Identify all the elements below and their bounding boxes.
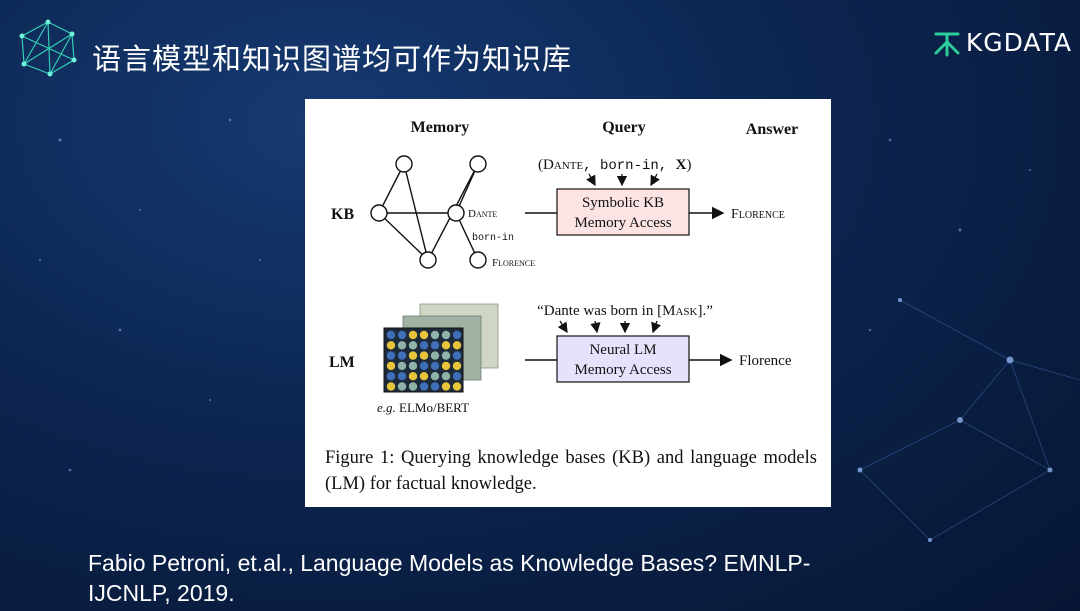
lm-box-line2: Memory Access [574,362,671,378]
embedding-cell [452,341,462,350]
embedding-cell [430,351,440,360]
kb-lm-diagram: Memory Query Answer KB Dante born-in Flo… [329,119,798,415]
lm-row-label: LM [329,354,355,371]
embedding-cell [452,361,462,371]
kb-node [370,204,388,222]
embedding-cell [441,361,451,371]
embedding-cell [408,361,418,371]
embedding-cell [452,330,462,340]
header-answer: Answer [746,121,798,138]
kb-node [419,251,437,269]
embedding-cell [408,351,418,360]
kb-node-florence [469,251,487,269]
kb-query-text: (Dante, born-in, X) [538,157,691,174]
lm-example-caption: e.g. ELMo/BERT [377,400,469,415]
header-memory: Memory [411,119,470,136]
embedding-cell [441,330,451,340]
citation-line-2: IJCNLP, 2019. [88,580,235,606]
embedding-cell [430,382,440,391]
figure-panel: Memory Query Answer KB Dante born-in Flo… [305,99,831,507]
embedding-cell [419,372,429,381]
kb-box-line1: Symbolic KB [582,195,664,211]
lm-query-text: “Dante was born in [Mask].” [537,303,713,319]
kb-box-line2: Memory Access [574,215,671,231]
embedding-cell [386,361,396,371]
embedding-cell [397,341,407,350]
lm-embedding-grid-stack [383,303,499,393]
kgdata-mark-icon [934,32,960,56]
kb-row-label: KB [331,206,354,223]
embedding-cell [386,382,396,391]
embedding-cell [408,382,418,391]
kb-node-florence-label: Florence [492,257,535,269]
slide-title: 语言模型和知识图谱均可作为知识库 [92,42,573,76]
embedding-cell [452,372,462,381]
kb-node [395,155,413,173]
kb-edge-born-in-label: born-in [472,232,514,244]
kb-node-dante-label: Dante [468,208,497,220]
embedding-cell [397,372,407,381]
embedding-cell [419,361,429,371]
kb-answer: Florence [731,207,785,222]
figure-caption: Figure 1: Querying knowledge bases (KB) … [325,448,817,494]
network-logo-icon [19,19,77,77]
kb-node-dante [447,204,465,222]
citation-line-1: Fabio Petroni, et.al., Language Models a… [88,550,811,576]
embedding-cell [441,341,451,350]
embedding-cell [419,351,429,360]
embedding-cell [452,351,462,360]
embedding-cell [419,382,429,391]
embedding-cell [430,361,440,371]
lm-answer: Florence [739,353,792,369]
neural-lm-box [556,335,690,383]
embedding-cell [397,351,407,360]
embedding-cell [419,330,429,340]
embedding-cell [397,361,407,371]
header-query: Query [602,119,646,136]
embedding-cell [386,372,396,381]
embedding-cell [386,330,396,340]
embedding-cell [386,341,396,350]
embedding-cell [397,330,407,340]
kb-node [469,155,487,173]
citation: Fabio Petroni, et.al., Language Models a… [88,548,968,608]
embedding-cell [397,382,407,391]
brand-name: KGDATA [965,28,1072,57]
symbolic-kb-box [556,188,690,236]
embedding-cell [430,330,440,340]
embedding-cell [408,330,418,340]
brand-logo: KGDATA [932,28,1072,57]
embedding-cell [430,341,440,350]
embedding-cell [408,341,418,350]
lm-box-line1: Neural LM [589,342,656,358]
embedding-cell [419,341,429,350]
embedding-cell [386,351,396,360]
embedding-cell [441,372,451,381]
embedding-cell [452,382,462,391]
embedding-cell [430,372,440,381]
embedding-cell [408,372,418,381]
embedding-cell [441,382,451,391]
embedding-cell [441,351,451,360]
